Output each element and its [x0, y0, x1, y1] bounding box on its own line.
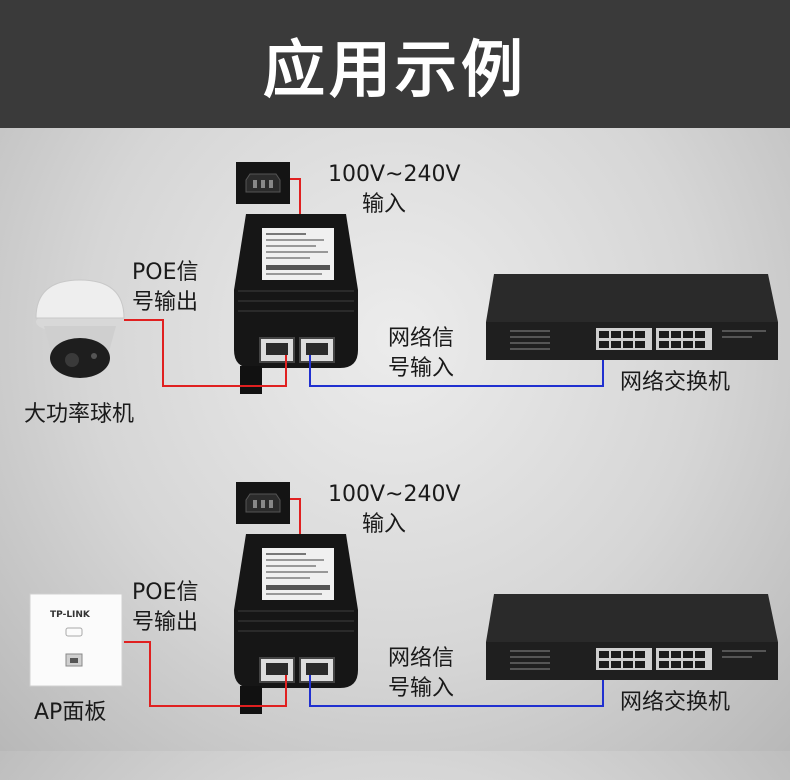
power-cable-line [290, 498, 301, 540]
network-input-cable-line [309, 340, 604, 387]
poe-output-label-line1: POE信 [132, 260, 199, 285]
network-input-label-line2: 号输入 [388, 676, 455, 701]
network-input-cable-line [309, 660, 604, 707]
ap-panel-icon [29, 593, 123, 687]
power-socket-icon [236, 162, 290, 204]
power-input-label-line1: 100V~240V [328, 482, 461, 507]
poe-output-cable-line [124, 319, 287, 387]
network-input-label-line1: 网络信 [388, 326, 455, 351]
ap-brand-label: TP-LINK [50, 610, 90, 620]
device-label: AP面板 [34, 700, 107, 725]
poe-output-cable-line [124, 641, 287, 707]
poe-output-label-line1: POE信 [132, 580, 199, 605]
power-input-label-line1: 100V~240V [328, 162, 461, 187]
power-input-label-line2: 输入 [362, 512, 407, 537]
switch-label: 网络交换机 [620, 690, 731, 715]
poe-injector-icon [234, 534, 358, 714]
example-diagram-ap: 100V~240V 输入 POE信 号输出 网络信 号输入 TP-LINK AP… [0, 470, 790, 780]
power-socket-icon [236, 482, 290, 524]
power-cable-line [290, 178, 301, 220]
switch-label: 网络交换机 [620, 370, 731, 395]
diagram-graphics [35, 162, 778, 394]
dome-camera-icon [35, 279, 125, 378]
poe-injector-icon [234, 214, 358, 394]
power-input-label-line2: 输入 [362, 192, 407, 217]
header-banner: 应用示例 [0, 0, 790, 128]
network-switch-icon [486, 274, 778, 360]
network-input-label-line1: 网络信 [388, 646, 455, 671]
network-switch-icon [486, 594, 778, 680]
diagram-graphics [29, 482, 778, 714]
network-input-label-line2: 号输入 [388, 356, 455, 381]
device-label: 大功率球机 [24, 402, 135, 427]
example-diagram-camera: 100V~240V 输入 POE信 号输出 网络信 号输入 大功率球机 网络交换… [0, 150, 790, 460]
poe-output-label-line2: 号输出 [132, 290, 199, 315]
page-title: 应用示例 [262, 33, 527, 106]
poe-output-label-line2: 号输出 [132, 610, 199, 635]
